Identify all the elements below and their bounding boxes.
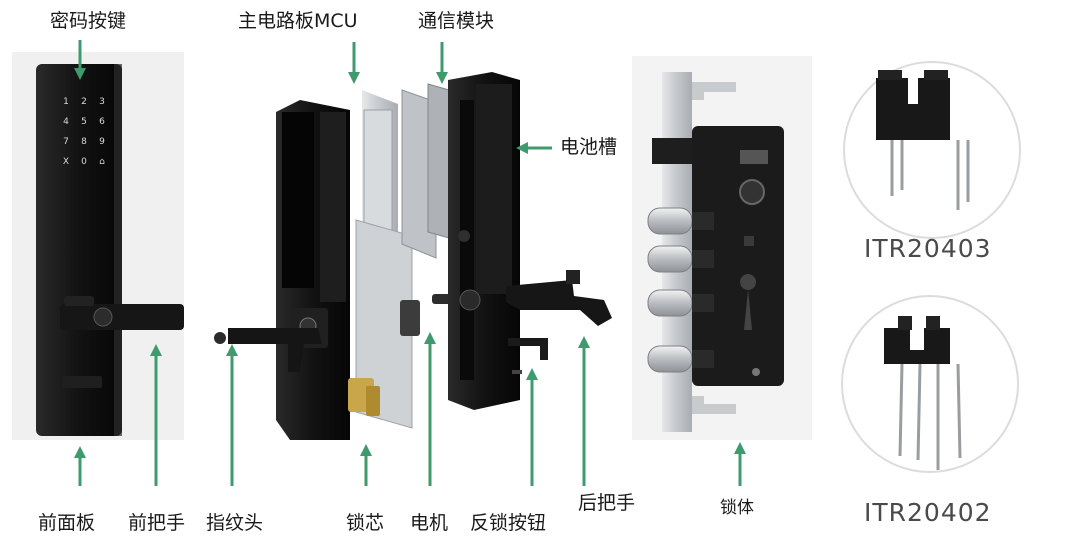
dead-bolt-housing-4: [692, 350, 714, 368]
ITR20402-body: [884, 328, 950, 364]
keypad-key-11: 0: [81, 157, 87, 167]
dead-bolts: [647, 207, 714, 373]
fingerprint-sensor: [214, 332, 226, 344]
front-panel: [36, 64, 122, 436]
label-battery-slot: 电池槽: [560, 136, 618, 158]
dead-bolt-housing-3: [692, 294, 714, 312]
anti-lock-knob: [508, 338, 548, 360]
label-lock-cylinder: 锁芯: [346, 512, 385, 534]
label-fingerprint: 指纹头: [206, 512, 264, 534]
sensor-name-ITR20403: ITR20403: [864, 234, 992, 263]
mounting-plate: [355, 219, 413, 429]
motor: [400, 300, 420, 336]
latch: [652, 138, 692, 164]
keypad: 1 2 3 4 5 6 7 8 9X 0 ⌂: [63, 97, 105, 167]
pointer-arrows: [74, 40, 746, 486]
ITR20403-body: [876, 78, 950, 140]
keypad-key-9: 9: [99, 137, 105, 147]
keypad-key-10: X: [63, 157, 69, 167]
label-keypad: 密码按键: [50, 10, 127, 32]
label-rear-handle: 后把手: [578, 492, 636, 514]
label-comm-module: 通信模块: [418, 10, 495, 32]
dead-bolt-4: [647, 345, 693, 373]
keypad-key-3: 3: [99, 97, 105, 107]
sensor-ITR20402: [841, 295, 1019, 473]
label-front-handle: 前把手: [128, 512, 186, 534]
label-mainboard: 主电路板MCU: [238, 10, 358, 32]
keypad-key-6: 6: [99, 117, 105, 127]
label-front-panel: 前面板: [38, 512, 96, 534]
front-lever: [228, 328, 322, 372]
keypad-key-4: 4: [63, 117, 69, 127]
keypad-key-8: 8: [81, 137, 87, 147]
label-anti-lock-button: 反锁按钮: [470, 512, 547, 534]
keypad-key-12: ⌂: [99, 157, 105, 167]
front-panel-group: [12, 52, 184, 440]
dead-bolt-housing-1: [692, 212, 714, 230]
sensor-ITR20403: [843, 61, 1021, 239]
battery-slot: [476, 84, 512, 294]
exploded-assembly: [214, 72, 612, 440]
front-handle: [60, 304, 184, 330]
keypad-key-1: 1: [63, 97, 69, 107]
keypad-key-2: 2: [81, 97, 87, 107]
label-lock-body: 锁体: [720, 498, 754, 518]
label-motor: 电机: [410, 512, 449, 534]
lock-body: [632, 56, 812, 440]
dead-bolt-1: [647, 207, 693, 235]
sensor-name-ITR20402: ITR20402: [864, 498, 992, 527]
dead-bolt-2: [647, 245, 693, 273]
dead-bolt-housing-2: [692, 250, 714, 268]
dead-bolt-3: [647, 289, 693, 317]
keypad-key-7: 7: [63, 137, 69, 147]
keypad-key-5: 5: [81, 117, 87, 127]
rear-handle: [506, 280, 612, 326]
